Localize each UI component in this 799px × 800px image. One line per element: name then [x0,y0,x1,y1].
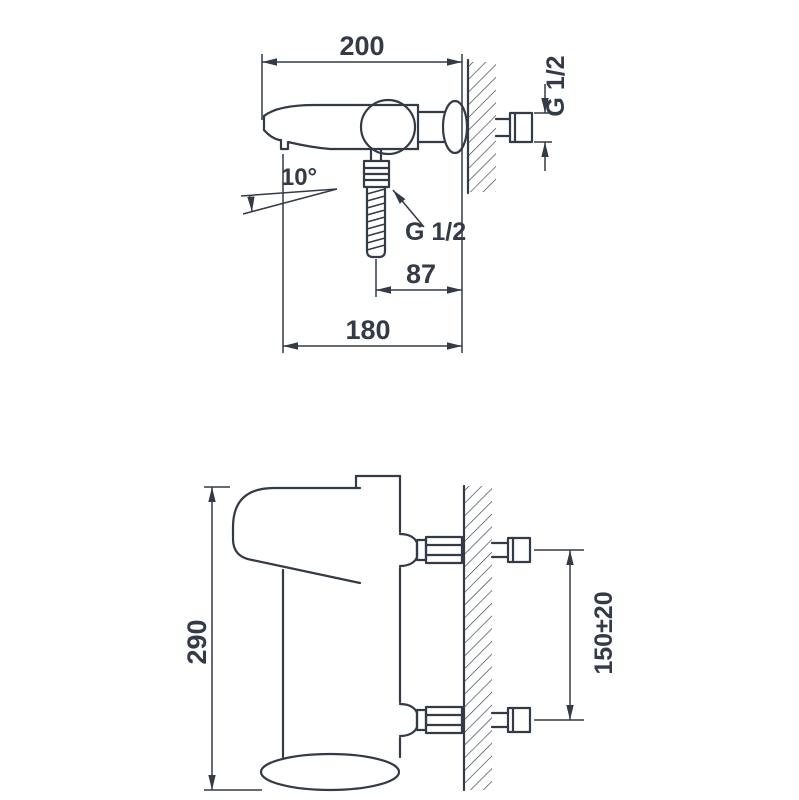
thread-hatch-lines [366,188,386,251]
dim-label-290: 290 [182,619,212,664]
wall-flange [441,99,469,155]
inlet-connection-lower [398,702,532,738]
base-plate [259,752,401,792]
dim-label-87: 87 [406,259,436,289]
hose-thread-connector [362,147,391,259]
dim-150-20: 150±20 [534,549,618,721]
dim-g12-wall: G 1/2 [534,55,570,171]
inlet-connection-upper [398,532,532,568]
faucet-body-side [262,98,469,156]
label-g12-hose: G 1/2 [392,189,466,246]
wall-fitting-top [494,111,534,144]
dim-290: 290 [182,486,262,791]
dim-label-150-20: 150±20 [590,591,618,674]
faucet-body-front [231,474,402,792]
dim-label-g12-hose: G 1/2 [405,218,466,246]
dim-label-180: 180 [345,315,390,345]
dim-200: 200 [261,31,463,353]
dim-180: 180 [282,154,462,353]
wall-section-bottom [462,484,492,792]
dim-label-200: 200 [339,31,384,61]
dim-87: 87 [375,259,462,297]
angle-label-10deg: 10° [281,164,317,191]
dim-label-g12-wall: G 1/2 [542,55,570,116]
wall-section-top [466,58,496,195]
front-view-drawing: 290 150±20 [182,474,618,792]
angle-10deg: 10° [240,164,338,215]
valve-cartridge-circle [359,98,417,156]
side-view-drawing: 200 G 1/2 10° [240,31,570,353]
